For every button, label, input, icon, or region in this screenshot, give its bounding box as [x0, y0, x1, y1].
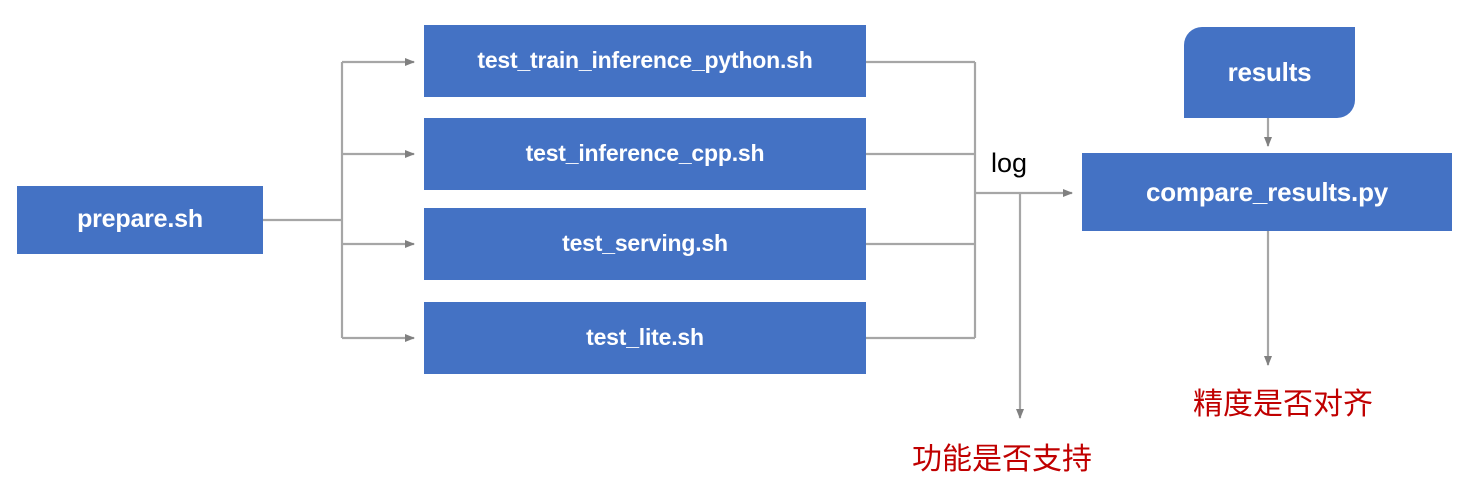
node-test-inference-cpp-sh-label: test_inference_cpp.sh	[525, 140, 765, 167]
note-feature-support: 功能是否支持	[912, 443, 1092, 476]
node-test-serving-sh-label: test_serving.sh	[562, 230, 728, 257]
node-results[interactable]: results	[1184, 27, 1355, 118]
node-test-train-inference-python-sh[interactable]: test_train_inference_python.sh	[424, 25, 866, 97]
node-results-label: results	[1227, 57, 1312, 88]
node-prepare-sh[interactable]: prepare.sh	[17, 186, 263, 254]
node-prepare-sh-label: prepare.sh	[77, 205, 203, 234]
node-compare-results-py-label: compare_results.py	[1145, 176, 1389, 207]
note-precision-aligned: 精度是否对齐	[1193, 388, 1373, 421]
node-test-inference-cpp-sh[interactable]: test_inference_cpp.sh	[424, 118, 866, 190]
node-compare-results-py[interactable]: compare_results.py	[1082, 153, 1452, 231]
node-test-train-inference-python-sh-label: test_train_inference_python.sh	[477, 47, 813, 74]
node-test-serving-sh[interactable]: test_serving.sh	[424, 208, 866, 280]
node-test-lite-sh-label: test_lite.sh	[586, 324, 704, 351]
edge-label-log: log	[991, 148, 1028, 178]
node-test-lite-sh[interactable]: test_lite.sh	[424, 302, 866, 374]
